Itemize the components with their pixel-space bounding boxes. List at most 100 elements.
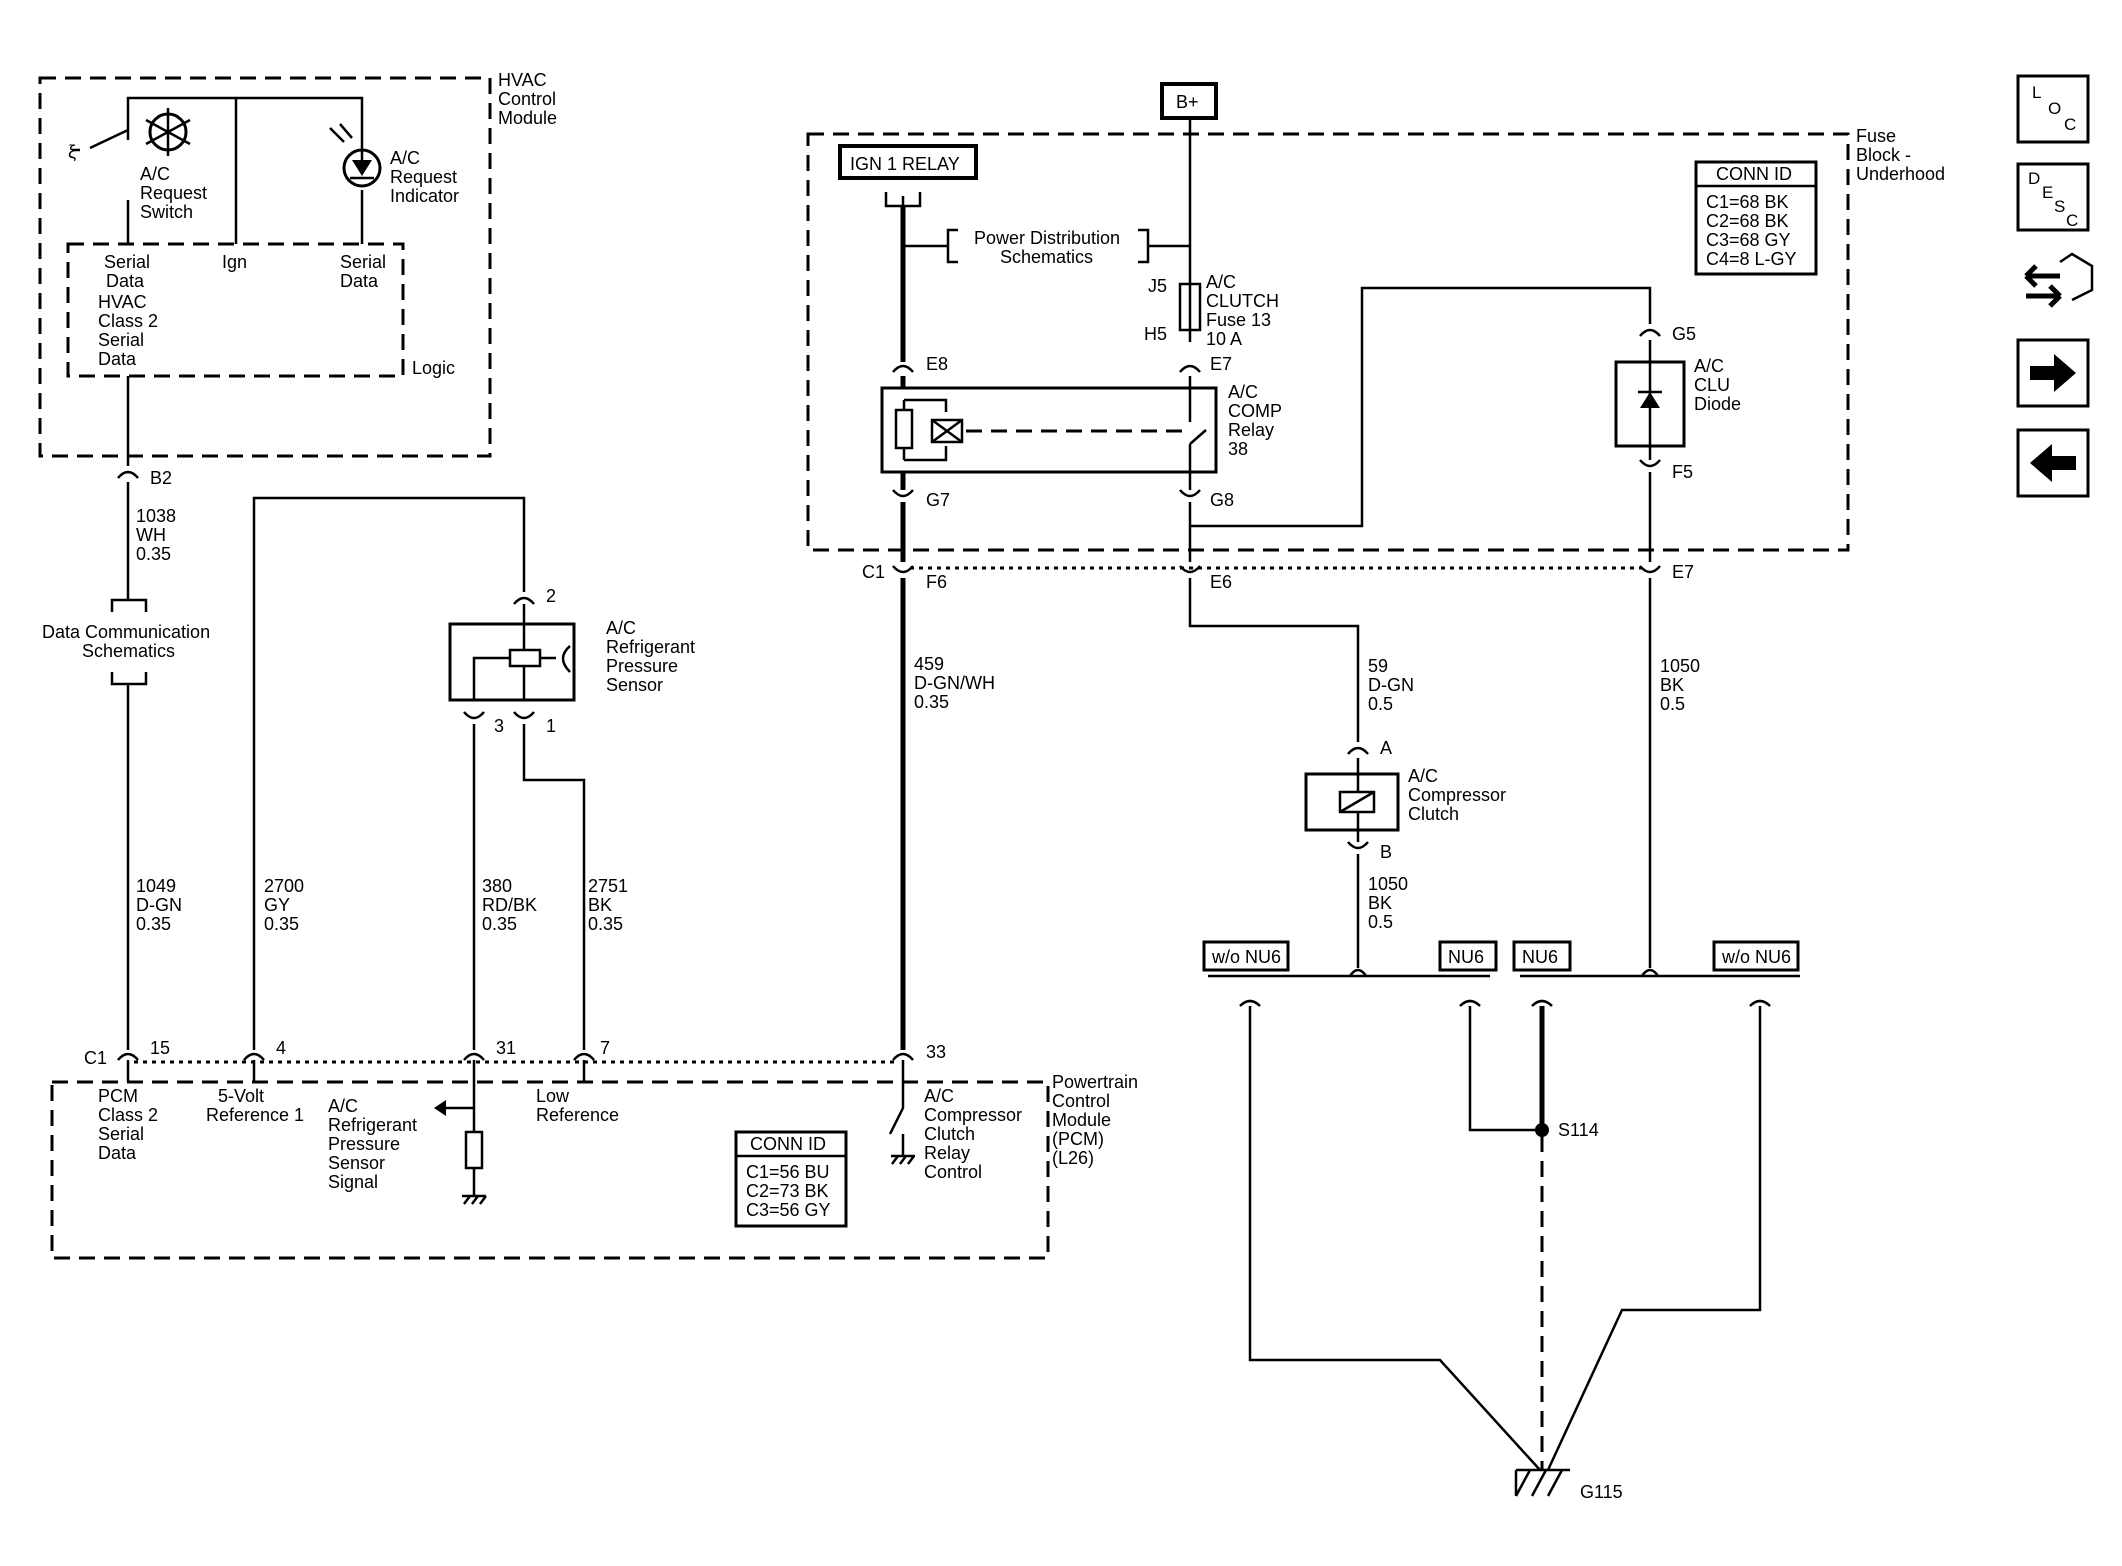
- svg-text:J5: J5: [1148, 276, 1167, 296]
- svg-text:G7: G7: [926, 490, 950, 510]
- ac-request-indicator: A/C Request Indicator: [329, 123, 462, 206]
- wire-59: 59 D-GN 0.5: [1368, 656, 1419, 714]
- fuse-label: A/C CLUTCH Fuse 13 10 A: [1206, 272, 1284, 349]
- b-plus-box: [1160, 82, 1218, 120]
- wire-2700: 2700 GY 0.35: [264, 876, 309, 934]
- svg-text:F5: F5: [1672, 462, 1693, 482]
- pcm-relay-control: A/C Compressor Clutch Relay Control: [924, 1086, 1027, 1182]
- ac-clutch-fuse: J5 H5 A/C CLUTCH Fuse 13 10 A: [1144, 272, 1284, 349]
- nu6-left: NU6: [1448, 947, 1484, 967]
- wo-nu6-right: w/o NU6: [1721, 947, 1791, 967]
- svg-text:3: 3: [494, 716, 504, 736]
- svg-text:E7: E7: [1210, 354, 1232, 374]
- svg-text:7: 7: [600, 1038, 610, 1058]
- pcm-conn-id: CONN ID C1=56 BU C2=73 BK C3=56 GY: [734, 1130, 848, 1228]
- serial-data-right: Serial Data: [340, 252, 391, 291]
- svg-text:E: E: [2042, 183, 2053, 202]
- svg-text:A: A: [1380, 738, 1392, 758]
- svg-text:2: 2: [546, 586, 556, 606]
- hvac-class2-serial-data: HVAC Class 2 Serial Data: [98, 292, 163, 369]
- power-distribution-schematics: Power Distribution Schematics: [974, 228, 1125, 267]
- svg-text:ξ: ξ: [68, 142, 76, 162]
- svg-text:E8: E8: [926, 354, 948, 374]
- diode-label: A/C CLU Diode: [1694, 356, 1741, 414]
- loc-icon: L: [2032, 83, 2041, 102]
- ac-comp-relay: A/C COMP Relay 38: [880, 382, 1287, 474]
- svg-text:CONN ID: CONN ID: [750, 1134, 826, 1154]
- wire-1049: 1049 D-GN 0.35: [136, 876, 187, 934]
- svg-text:S114: S114: [1558, 1120, 1599, 1140]
- arrow-left-icon: [2030, 444, 2076, 482]
- sensor-label: A/C Refrigerant Pressure Sensor: [606, 618, 700, 695]
- wo-nu6-left: w/o NU6: [1211, 947, 1281, 967]
- serial-data-left: Serial Data: [104, 252, 155, 291]
- svg-text:CONN ID: CONN ID: [1716, 164, 1792, 184]
- svg-text:IGN 1 RELAY: IGN 1 RELAY: [850, 154, 960, 174]
- clutch-label: A/C Compressor Clutch: [1408, 766, 1511, 824]
- ign-pin: Ign: [222, 252, 247, 272]
- connector-swap-icon: [2024, 264, 2060, 288]
- pcm-title: Powertrain Control Module (PCM) (L26): [1052, 1072, 1143, 1168]
- relay-label: A/C COMP Relay 38: [1228, 382, 1287, 459]
- logic-label: Logic: [412, 358, 455, 378]
- desc-icon: D: [2028, 169, 2040, 188]
- svg-text:O: O: [2048, 99, 2061, 118]
- wire-459: 459 D-GN/WH 0.35: [914, 654, 1000, 712]
- ign1-relay-box: [838, 144, 978, 180]
- svg-text:E6: E6: [1210, 572, 1232, 592]
- svg-text:C1: C1: [84, 1048, 107, 1068]
- fuse-block-conn-id: CONN ID C1=68 BK C2=68 BK C3=68 GY C4=8 …: [1694, 160, 1818, 276]
- svg-text:C: C: [2066, 211, 2078, 230]
- ac-request-switch-label: A/C Request Switch: [140, 164, 212, 222]
- pcm-low-reference: Low Reference: [536, 1086, 619, 1125]
- ac-request-indicator-label: A/C Request Indicator: [390, 148, 462, 206]
- wire-380: 380 RD/BK 0.35: [482, 876, 542, 934]
- nav-desc-button[interactable]: D E S C: [2016, 162, 2090, 232]
- hvac-module-title: HVAC Control Module: [498, 70, 561, 128]
- svg-text:E7: E7: [1672, 562, 1694, 582]
- svg-text:F6: F6: [926, 572, 947, 592]
- arrow-right-icon: [2030, 354, 2076, 392]
- pcm-5volt-reference: 5-Volt Reference 1: [206, 1086, 304, 1125]
- ac-refrigerant-pressure-sensor: 2 3 1 A/C Refrigerant Pressure Sensor: [448, 586, 700, 736]
- svg-text:B+: B+: [1176, 92, 1199, 112]
- connector-b2: B2: [150, 468, 172, 488]
- svg-text:C1=68 BK C2=68 BK: C1=68 BK C2=68 BK C3=68 GY C4=8 L-GY: [1706, 192, 1797, 269]
- nu6-right: NU6: [1522, 947, 1558, 967]
- svg-text:S: S: [2054, 197, 2065, 216]
- svg-text:C1=56 BU C2=73 BK: C1=56 BU C2=73 BK C3=56 GY: [746, 1162, 835, 1220]
- svg-text:33: 33: [926, 1042, 946, 1062]
- option-tags: w/o NU6 NU6 NU6 w/o NU6: [1202, 940, 1800, 972]
- wire-1038: 1038 WH 0.35: [136, 506, 181, 564]
- wire-1050-b: 1050 BK 0.5: [1660, 656, 1705, 714]
- svg-text:H5: H5: [1144, 324, 1167, 344]
- wire-1050-a: 1050 BK 0.5: [1368, 874, 1413, 932]
- signal-arrow-icon: [434, 1100, 446, 1116]
- svg-text:G5: G5: [1672, 324, 1696, 344]
- ac-clu-diode: A/C CLU Diode: [1614, 356, 1741, 448]
- powertrain-control-module: C1 15 4 31 7 33 PCM Class 2 Serial Data …: [50, 1038, 1143, 1260]
- wire-2751: 2751 BK 0.35: [588, 876, 633, 934]
- svg-text:G115: G115: [1580, 1482, 1623, 1502]
- nav-loc-button[interactable]: L O C: [2016, 74, 2090, 144]
- svg-text:C1: C1: [862, 562, 885, 582]
- ground-g115: G115: [1514, 1468, 1623, 1502]
- nav-prev-button[interactable]: [2016, 428, 2090, 498]
- svg-text:1: 1: [546, 716, 556, 736]
- svg-text:C: C: [2064, 115, 2076, 134]
- splice-s114: [1535, 1123, 1549, 1137]
- connector-swap-button[interactable]: [2024, 252, 2094, 308]
- pcm-sensor-signal: A/C Refrigerant Pressure Sensor Signal: [328, 1096, 422, 1192]
- ac-compressor-clutch: A/C Compressor Clutch: [1304, 766, 1511, 832]
- fuse-block-underhood: Fuse Block - Underhood B+ IGN 1 RELAY Po…: [806, 82, 1945, 562]
- svg-text:B: B: [1380, 842, 1392, 862]
- pcm-class2-serial-data: PCM Class 2 Serial Data: [98, 1086, 163, 1163]
- ac-request-switch: ξ A/C Request Switch: [68, 108, 212, 222]
- hvac-control-module: HVAC Control Module ξ A/C Request Switch: [38, 70, 561, 458]
- svg-text:G8: G8: [1210, 490, 1234, 510]
- nav-next-button[interactable]: [2016, 338, 2090, 408]
- fuse-block-title: Fuse Block - Underhood: [1856, 126, 1945, 184]
- svg-text:4: 4: [276, 1038, 286, 1058]
- svg-text:15: 15: [150, 1038, 170, 1058]
